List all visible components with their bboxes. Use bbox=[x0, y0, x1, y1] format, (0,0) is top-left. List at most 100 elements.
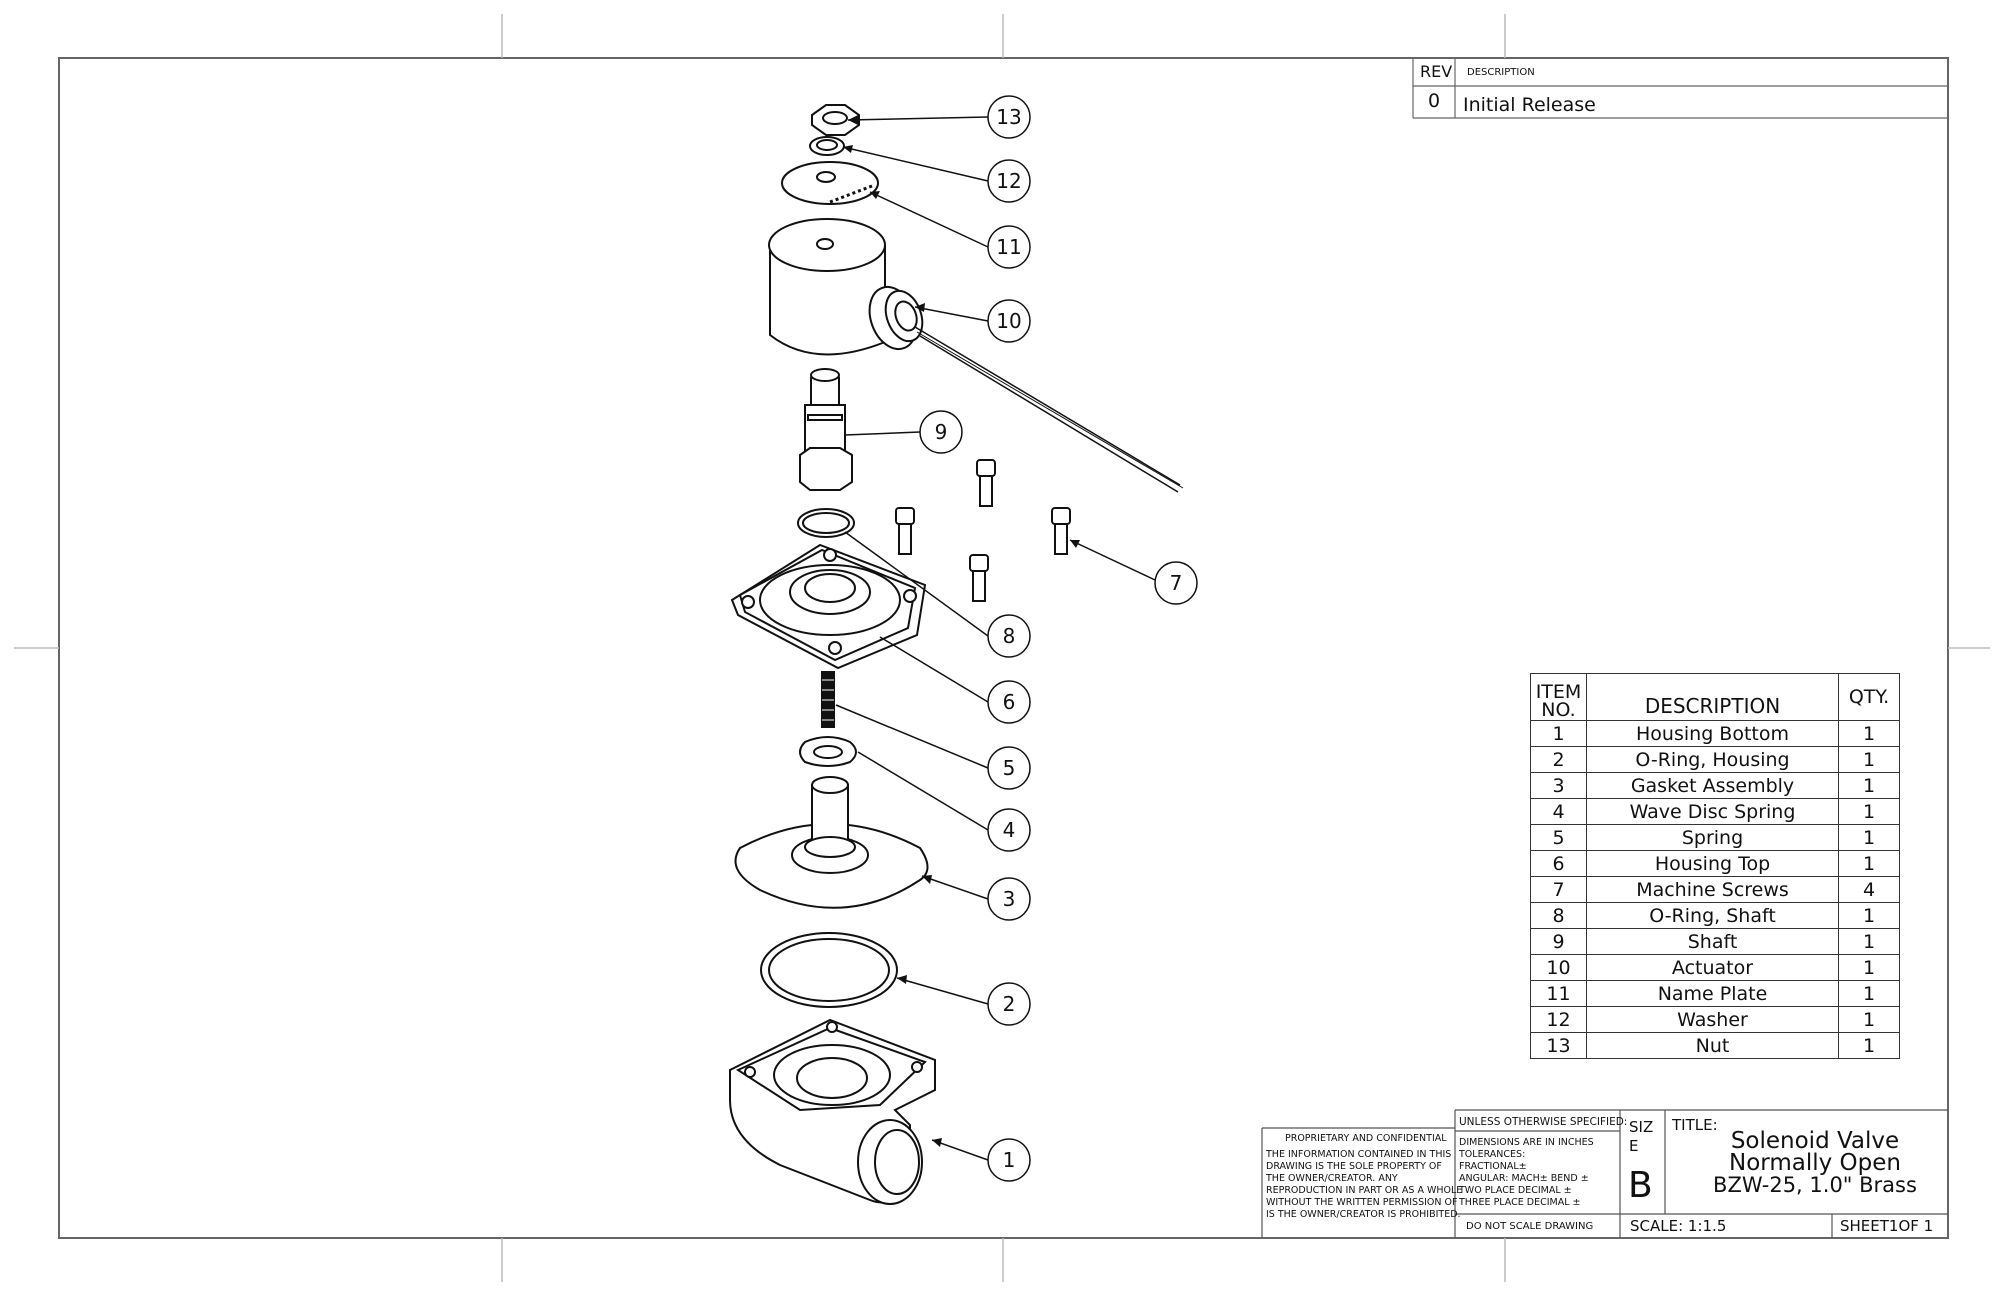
balloon-leaders bbox=[835, 116, 1156, 1161]
balloon-4 bbox=[987, 808, 1031, 852]
bom-qty: 1 bbox=[1838, 772, 1900, 799]
balloon-13 bbox=[987, 95, 1031, 139]
balloon-label: 7 bbox=[1170, 571, 1183, 595]
balloon-5 bbox=[987, 746, 1031, 790]
confidential-notice: THE INFORMATION CONTAINED IN THIS DRAWIN… bbox=[1266, 1149, 1462, 1221]
rev-description-header: DESCRIPTION bbox=[1467, 67, 1535, 78]
part-wave-disc-spring bbox=[799, 736, 857, 767]
balloon-11 bbox=[987, 225, 1031, 269]
title-line-2: Normally Open bbox=[1729, 1150, 1901, 1176]
balloon-9 bbox=[919, 410, 963, 454]
tolerance-line: ANGULAR: MACH± BEND ± bbox=[1459, 1173, 1589, 1184]
balloon-10 bbox=[987, 299, 1031, 343]
item-balloons bbox=[919, 95, 1198, 1182]
confidential-line: WITHOUT THE WRITTEN PERMISSION OF bbox=[1266, 1197, 1458, 1208]
sheet-number: SHEET1OF 1 bbox=[1840, 1217, 1934, 1235]
bom-description: Gasket Assembly bbox=[1586, 772, 1839, 799]
bom-qty: 1 bbox=[1838, 954, 1900, 981]
bom-header-qty: QTY. bbox=[1838, 673, 1900, 721]
leader-arrowheads bbox=[843, 115, 1080, 1147]
bom-item: 2 bbox=[1530, 746, 1587, 773]
part-nut bbox=[811, 104, 860, 136]
unless-specified: UNLESS OTHERWISE SPECIFIED: bbox=[1459, 1116, 1628, 1128]
rev-header: REV bbox=[1420, 62, 1453, 81]
bom-description: Actuator bbox=[1586, 954, 1839, 981]
bom-description: Housing Top bbox=[1586, 850, 1839, 877]
balloon-label: 6 bbox=[1003, 690, 1016, 714]
bom-description: Washer bbox=[1586, 1006, 1839, 1033]
part-machine-screws bbox=[895, 459, 1071, 602]
tolerance-line: THREE PLACE DECIMAL ± bbox=[1459, 1197, 1581, 1208]
bom-item: 6 bbox=[1530, 850, 1587, 877]
bom-item: 13 bbox=[1530, 1032, 1587, 1059]
bom-qty: 1 bbox=[1838, 824, 1900, 851]
scale-value: SCALE: 1:1.5 bbox=[1630, 1217, 1727, 1235]
balloon-label: 13 bbox=[996, 105, 1021, 129]
balloon-label: 9 bbox=[935, 420, 948, 444]
bom-qty: 1 bbox=[1838, 902, 1900, 929]
part-spring bbox=[821, 671, 835, 728]
balloon-label: 3 bbox=[1003, 887, 1016, 911]
confidential-line: REPRODUCTION IN PART OR AS A WHOLE bbox=[1266, 1185, 1463, 1196]
bom-item: 3 bbox=[1530, 772, 1587, 799]
part-actuator bbox=[768, 218, 1184, 493]
balloon-label: 4 bbox=[1003, 818, 1016, 842]
bom-item: 8 bbox=[1530, 902, 1587, 929]
bom-qty: 4 bbox=[1838, 876, 1900, 903]
bom-header-item-line1: ITEM bbox=[1535, 681, 1582, 703]
size-label-line1: SIZ bbox=[1629, 1118, 1654, 1136]
revision-block-lines bbox=[1412, 58, 1948, 119]
balloon-labels: 13 12 11 10 9 7 8 6 5 4 3 2 1 bbox=[935, 105, 1183, 1172]
balloon-label: 1 bbox=[1003, 1148, 1016, 1172]
bom-description: Machine Screws bbox=[1586, 876, 1839, 903]
confidential-line: THE INFORMATION CONTAINED IN THIS bbox=[1266, 1149, 1452, 1160]
part-o-ring-shaft bbox=[797, 508, 855, 538]
bom-description: O-Ring, Housing bbox=[1586, 746, 1839, 773]
balloon-1 bbox=[987, 1138, 1031, 1182]
bom-description: Shaft bbox=[1586, 928, 1839, 955]
confidential-line: DRAWING IS THE SOLE PROPERTY OF bbox=[1266, 1161, 1442, 1172]
bom-description: Wave Disc Spring bbox=[1586, 798, 1839, 825]
bom-description: Name Plate bbox=[1586, 980, 1839, 1007]
bom-qty: 1 bbox=[1838, 798, 1900, 825]
bom-qty: 1 bbox=[1838, 746, 1900, 773]
balloon-7 bbox=[1154, 561, 1198, 605]
bom-header-description: DESCRIPTION bbox=[1586, 673, 1839, 721]
rev-description: Initial Release bbox=[1463, 94, 1596, 116]
part-gasket-assembly bbox=[734, 776, 929, 909]
size-value: B bbox=[1628, 1165, 1653, 1206]
part-name-plate bbox=[781, 161, 879, 205]
bom-item: 1 bbox=[1530, 720, 1587, 747]
tolerance-line: TOLERANCES: bbox=[1459, 1149, 1526, 1160]
balloon-label: 5 bbox=[1003, 756, 1016, 780]
bom-item: 4 bbox=[1530, 798, 1587, 825]
balloon-label: 12 bbox=[996, 169, 1021, 193]
title-label: TITLE: bbox=[1672, 1116, 1718, 1134]
balloon-8 bbox=[987, 614, 1031, 658]
part-housing-top bbox=[730, 543, 927, 670]
bom-item: 5 bbox=[1530, 824, 1587, 851]
bom-item: 12 bbox=[1530, 1006, 1587, 1033]
tolerance-notes: DIMENSIONS ARE IN INCHES TOLERANCES: FRA… bbox=[1459, 1137, 1594, 1209]
bom-item: 7 bbox=[1530, 876, 1587, 903]
bom-qty: 1 bbox=[1838, 850, 1900, 877]
do-not-scale-note: DO NOT SCALE DRAWING bbox=[1466, 1221, 1594, 1232]
balloon-label: 11 bbox=[996, 235, 1021, 259]
bom-qty: 1 bbox=[1838, 928, 1900, 955]
balloon-label: 10 bbox=[996, 309, 1021, 333]
rev-number: 0 bbox=[1428, 90, 1441, 112]
title-line-3: BZW-25, 1.0" Brass bbox=[1713, 1173, 1917, 1197]
bom-description: Nut bbox=[1586, 1032, 1839, 1059]
